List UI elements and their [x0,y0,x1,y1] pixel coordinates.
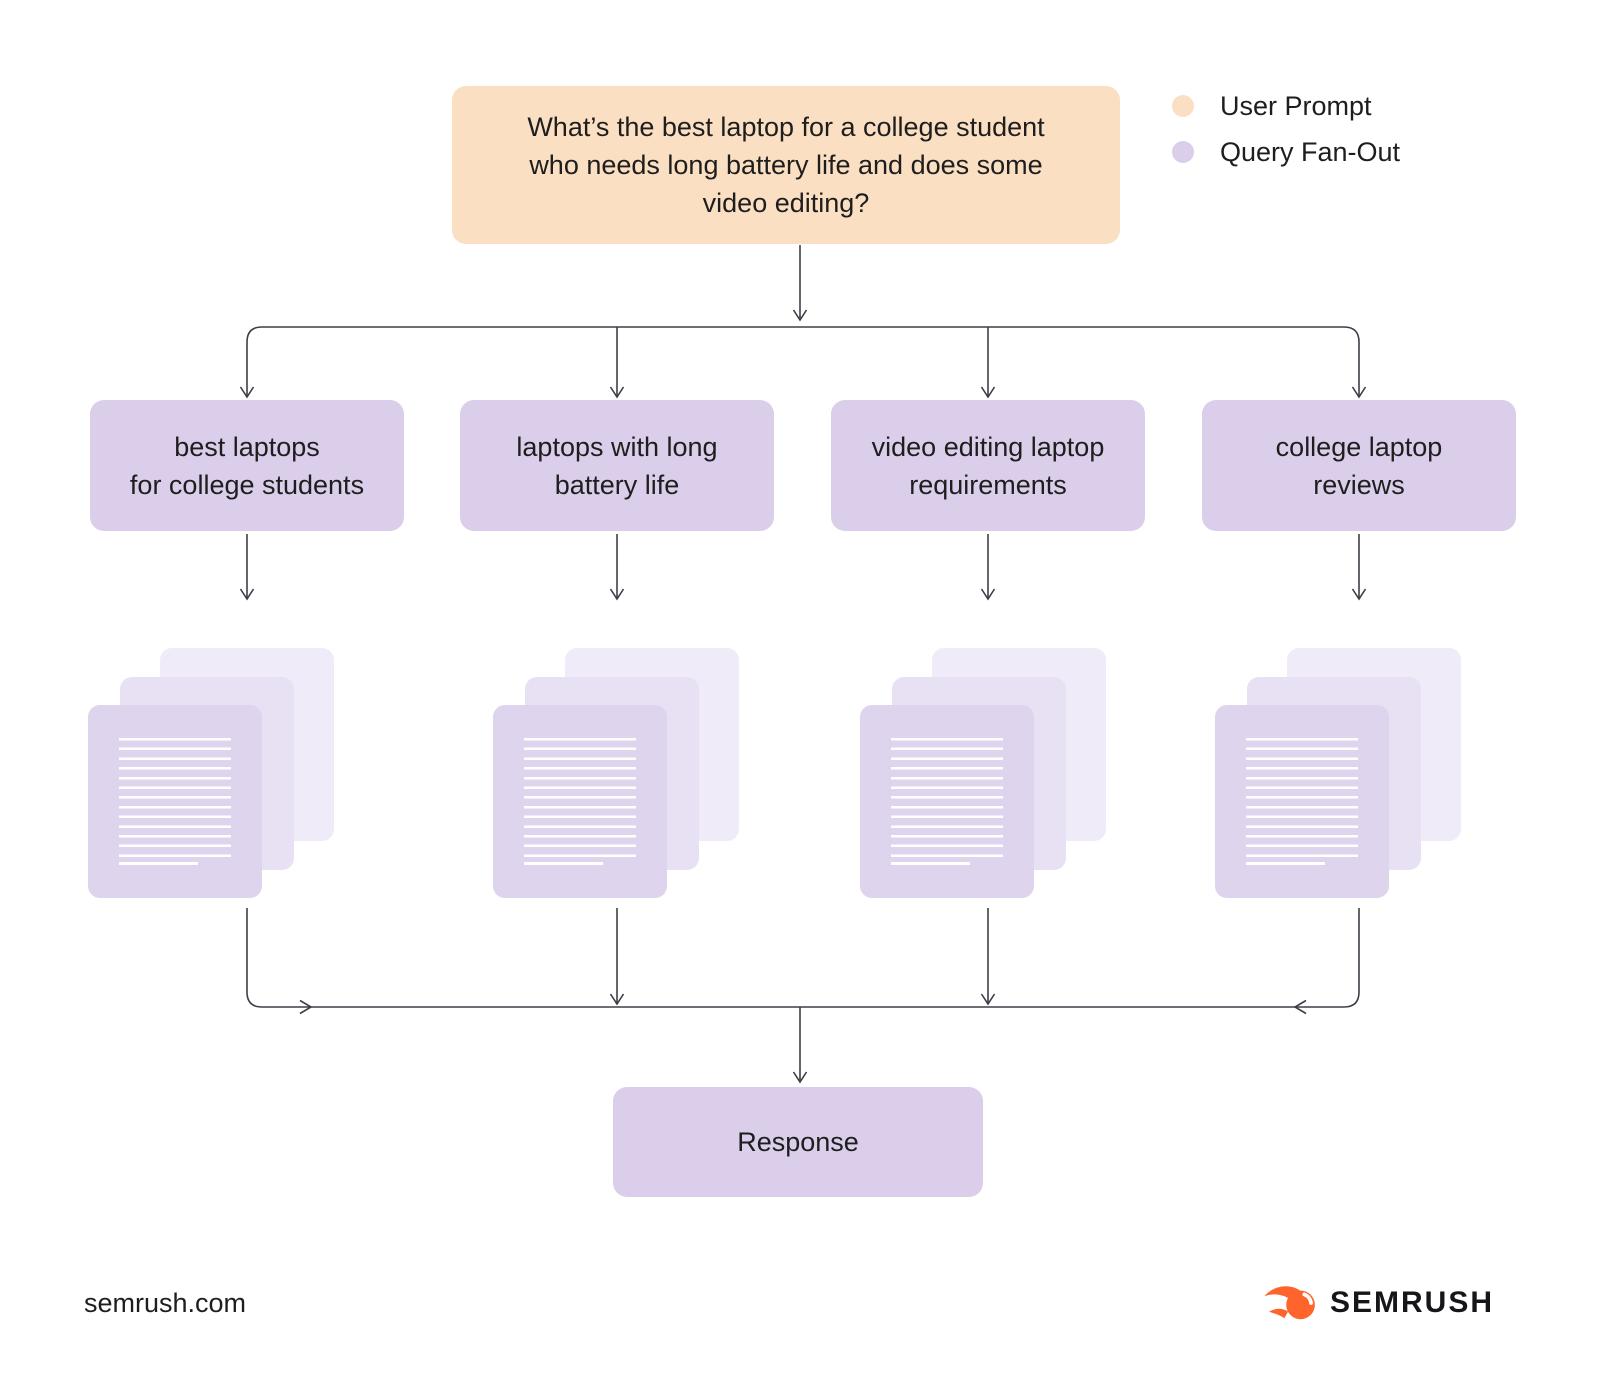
arrow-branch-to-query-4 [1343,326,1367,399]
semrush-logo: SEMRUSH [1262,1282,1494,1324]
document-page-icon [860,705,1034,898]
document-text-line-short [119,862,198,865]
legend-item-query-fanout: Query Fan-Out [1172,136,1400,168]
document-stack-1 [88,648,334,898]
merge-right-curve [1343,908,1360,1008]
document-text-lines [1246,738,1358,857]
user-prompt-swatch-icon [1172,95,1194,117]
merge-left-arrowhead [299,999,313,1015]
document-text-lines [891,738,1003,857]
query-label: college laptop reviews [1275,431,1443,500]
response-box: Response [613,1087,983,1197]
document-text-line-short [1246,862,1325,865]
user-prompt-box: What’s the best laptop for a college stu… [452,86,1120,244]
arrow-branch-to-query-1 [239,326,263,399]
document-stack-2 [493,648,739,898]
query-box-battery-life: laptops with long battery life [460,400,774,531]
legend-item-user-prompt: User Prompt [1172,90,1400,122]
legend: User Prompt Query Fan-Out [1172,90,1400,168]
legend-label-user-prompt: User Prompt [1220,91,1372,121]
query-box-video-editing: video editing laptop requirements [831,400,1145,531]
document-text-line-short [891,862,970,865]
query-label: best laptops for college students [129,431,365,500]
query-label: laptops with long battery life [516,431,718,500]
document-stack-3 [860,648,1106,898]
document-page-icon [88,705,262,898]
semrush-wordmark: SEMRUSH [1330,1286,1495,1319]
query-box-best-laptops: best laptops for college students [90,400,404,531]
document-text-lines [119,738,231,857]
document-page-icon [493,705,667,898]
document-stack-4 [1215,648,1461,898]
site-credit: semrush.com [84,1288,247,1318]
merge-right-arrowhead [1293,999,1307,1015]
response-label: Response [737,1127,859,1157]
user-prompt-text: What’s the best laptop for a college stu… [527,112,1045,218]
query-label: video editing laptop requirements [871,431,1105,500]
merge-left-curve [246,908,263,1008]
document-page-icon [1215,705,1389,898]
semrush-comet-icon [1264,1286,1315,1320]
document-text-line-short [524,862,603,865]
document-text-lines [524,738,636,857]
query-box-college-reviews: college laptop reviews [1202,400,1516,531]
legend-label-query-fanout: Query Fan-Out [1220,137,1401,167]
query-fanout-swatch-icon [1172,141,1194,163]
